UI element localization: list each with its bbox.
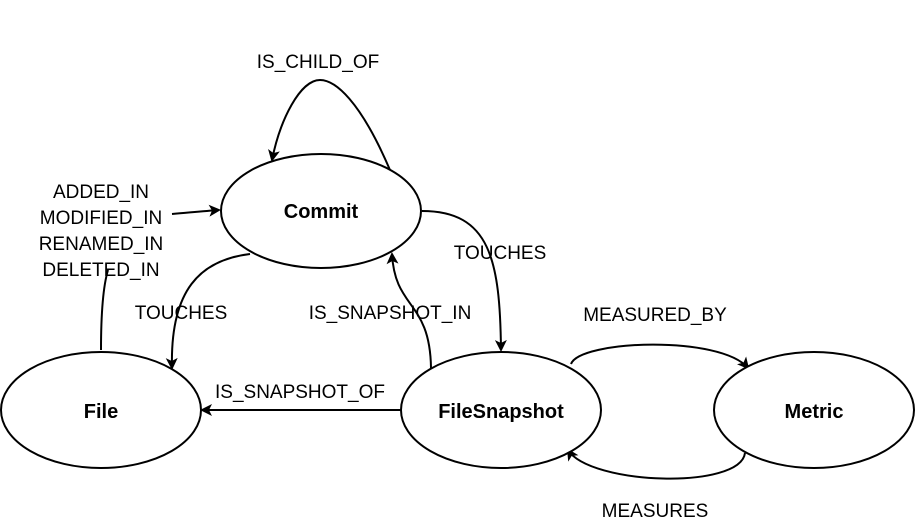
edge-label-is-child-of: IS_CHILD_OF	[257, 52, 379, 73]
edge-label-measured-by: MEASURED_BY	[583, 305, 727, 326]
node-commit: Commit	[220, 153, 422, 269]
edge-label-modified-in: MODIFIED_IN	[40, 208, 162, 229]
edge-label-renamed-in: RENAMED_IN	[39, 234, 164, 255]
edge-label-added-in: ADDED_IN	[53, 182, 149, 203]
node-metric-label: Metric	[785, 401, 844, 423]
node-filesnapshot-label: FileSnapshot	[438, 401, 564, 423]
edge-measures	[566, 448, 746, 480]
edge-label-commit-touches-file: TOUCHES	[135, 303, 228, 324]
node-filesnapshot: FileSnapshot	[400, 351, 602, 469]
edge-label-is-snapshot-in: IS_SNAPSHOT_IN	[309, 303, 472, 324]
edge-commit-touches-filesnapshot	[421, 210, 507, 352]
edge-commit-touches-file	[165, 253, 251, 370]
edge-is-snapshot-in	[386, 252, 432, 369]
edge-label-is-snapshot-of: IS_SNAPSHOT_OF	[215, 382, 385, 403]
edge-measured-by	[570, 343, 750, 370]
node-file: File	[0, 351, 202, 469]
node-metric: Metric	[713, 351, 915, 469]
node-commit-label: Commit	[284, 201, 359, 223]
edge-label-measures: MEASURES	[602, 501, 709, 520]
edge-file-to-commit	[100, 210, 219, 351]
edge-label-commit-touches-filesnapshot: TOUCHES	[454, 243, 547, 264]
edge-label-deleted-in: DELETED_IN	[42, 260, 159, 281]
node-file-label: File	[84, 401, 118, 423]
edge-is-child-of	[268, 78, 391, 171]
